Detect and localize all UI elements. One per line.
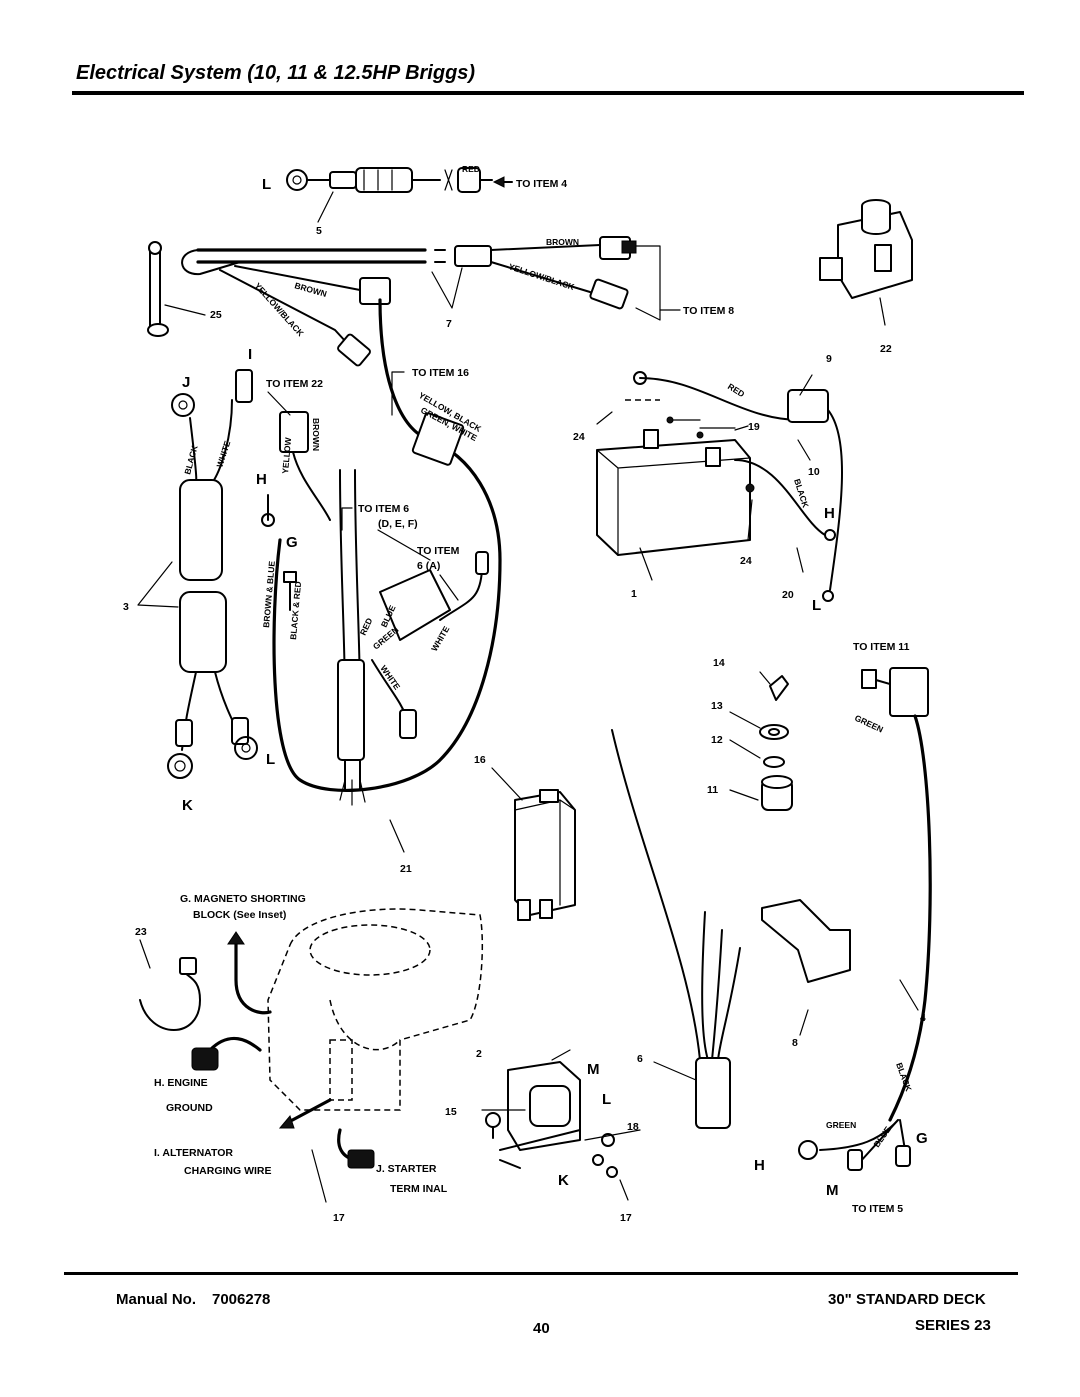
ref-to-item-6: TO ITEM 6 [358,503,409,515]
callout-3: 3 [123,601,129,613]
label-L-right: L [812,597,821,614]
note-h-line2: GROUND [166,1102,213,1114]
callout-24-bottom: 24 [740,555,752,567]
label-H-left: H [256,471,267,488]
note-j-line2: TERM INAL [390,1183,448,1195]
wire-brown-conn: BROWN [311,418,321,451]
wire-yellow-conn: YELLOW [280,436,293,474]
engine-inset [139,908,641,1203]
ignition-switch-assembly [729,671,793,811]
wire-white-harness: WHITE [429,624,452,653]
left-ground-cable [137,369,258,779]
wire-black-left: BLACK [182,443,200,475]
callout-14: 14 [713,657,725,669]
callout-10: 10 [808,466,820,478]
callout-1: 1 [631,588,637,600]
label-M-solenoid: M [587,1061,600,1078]
manual-label: Manual No. [116,1291,197,1308]
manual-number: 7006278 [212,1291,271,1308]
callout-18: 18 [627,1121,639,1133]
battery-assembly [596,199,913,602]
callout-2: 2 [476,1048,482,1060]
callout-13: 13 [711,700,723,712]
note-g-line1: G. MAGNETO SHORTING [180,893,306,905]
label-K-left: K [182,797,193,814]
ref-to-item-6a: 6 (A) [417,560,440,572]
callout-6: 6 [637,1053,643,1065]
wire-brown-top: BROWN [546,237,579,247]
callout-25: 25 [210,309,222,321]
ref-to-item-16: TO ITEM 16 [412,367,469,379]
ref-to-item-6-sub: (D, E, F) [378,518,418,530]
ref-to-item-5: TO ITEM 5 [852,1203,903,1215]
note-g-line2: BLOCK (See Inset) [193,909,286,921]
wire-red-harness: RED [358,616,375,636]
callout-7: 7 [446,318,452,330]
page-number: 40 [533,1320,550,1337]
ref-to-item-22: TO ITEM 22 [266,378,323,390]
label-M-bottom: M [826,1182,839,1199]
note-j-line1: J. STARTER [376,1163,437,1175]
callout-17-right: 17 [620,1212,632,1224]
wire-yellow-black-top: YELLOW/BLACK [507,261,576,292]
ref-to-item-11: TO ITEM 11 [853,641,910,653]
main-wiring-harness [261,298,502,853]
footer-rule [64,1272,1018,1275]
ref-to-item: TO ITEM [417,545,460,557]
callout-5: 5 [316,225,322,237]
label-H-right: H [824,505,835,522]
callout-4: 4 [920,1012,926,1024]
callout-17-left: 17 [333,1212,345,1224]
callout-21: 21 [400,863,412,875]
label-H-bottom: H [754,1157,765,1174]
label-K-solenoid: K [558,1172,569,1189]
callout-20: 20 [782,589,794,601]
callout-8: 8 [792,1037,798,1049]
label-G-bottom: G [916,1130,928,1147]
pto-harness [798,667,932,1171]
callout-24-top: 24 [573,431,585,443]
note-h-line1: H. ENGINE [154,1077,208,1089]
callout-19: 19 [748,421,760,433]
ref-to-item-8: TO ITEM 8 [683,305,734,317]
battery-cable-harness [147,167,681,367]
ref-to-item-4: TO ITEM 4 [516,178,567,190]
callout-22: 22 [880,343,892,355]
label-L-top: L [262,176,271,193]
label-G-left: G [286,534,298,551]
callout-15: 15 [445,1106,457,1118]
label-J: J [182,374,190,391]
lead-harness [611,729,741,1129]
deck-label: 30" STANDARD DECK [828,1291,986,1308]
callout-16: 16 [474,754,486,766]
callout-11: 11 [707,784,718,796]
page-title: Electrical System (10, 11 & 12.5HP Brigg… [76,62,476,84]
series-label: SERIES 23 [915,1317,991,1334]
note-i-line2: CHARGING WIRE [184,1165,272,1177]
callout-9: 9 [826,353,832,365]
label-L-solenoid: L [602,1091,611,1108]
title-rule [72,91,1024,95]
label-I: I [248,346,252,363]
wire-green-bottom: GREEN [826,1120,856,1130]
seat-switch [491,767,576,921]
label-L-left: L [266,751,275,768]
callout-12: 12 [711,734,723,746]
wire-red-top: RED [462,164,480,174]
wire-green-right: GREEN [853,713,885,735]
wire-white-left: WHITE [214,439,232,468]
note-i-line1: I. ALTERNATOR [154,1147,233,1159]
callout-23: 23 [135,926,147,938]
wire-black-battery: BLACK [792,478,811,510]
wire-red-battery: RED [726,381,747,399]
bracket [761,899,851,1036]
